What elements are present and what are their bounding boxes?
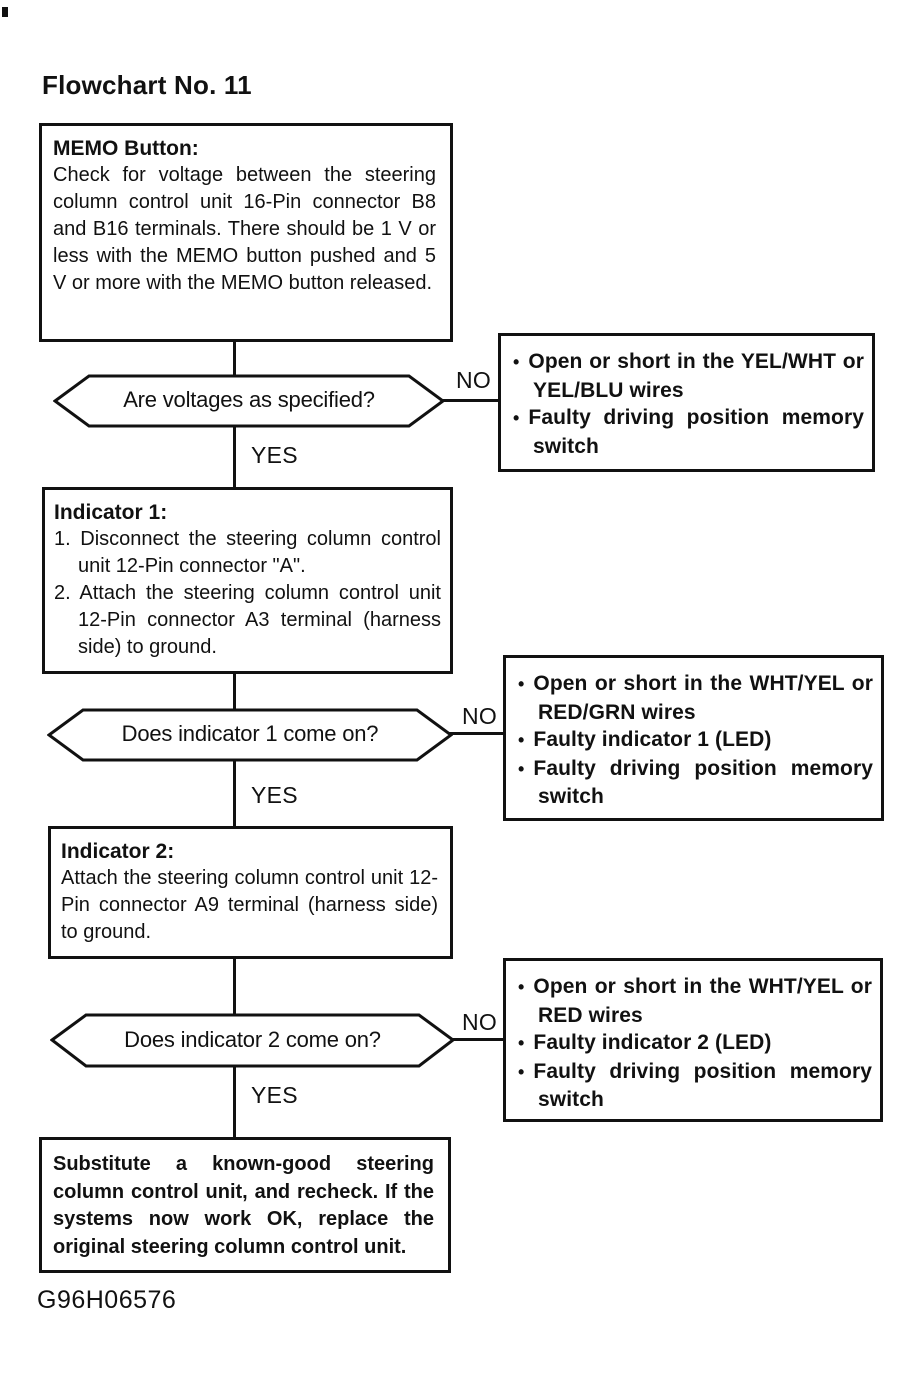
bullet-icon: • (518, 730, 525, 750)
figure-code: G96H06576 (37, 1286, 177, 1314)
result-item-text: Faulty driving position memory switch (533, 756, 873, 809)
indicator2-box-heading: Indicator 2: (61, 840, 175, 863)
connector-indicator2-to-decision3 (233, 956, 236, 1014)
connector-decision1-no (441, 399, 500, 402)
result-item: • Faulty driving position memory switch (513, 404, 864, 460)
decision2-yes-label: YES (251, 782, 298, 808)
result-item: • Open or short in the WHT/YEL or RED/GRN… (518, 670, 873, 726)
connector-indicator1-to-decision2 (233, 671, 236, 710)
result-item-text: Open or short in the WHT/YEL or RED/GRN … (533, 672, 873, 724)
decision3-no-label: NO (462, 1009, 498, 1035)
indicator1-step: 1. Disconnect the steering column contro… (54, 528, 441, 577)
indicator1-steps: 1. Disconnect the steering column contro… (54, 526, 441, 661)
decision2-question: Does indicator 1 come on? (121, 721, 379, 746)
bullet-icon: • (518, 1033, 525, 1053)
result-list: • Open or short in the WHT/YEL or RED/GRN… (518, 670, 873, 811)
decision-hexagon-shape (47, 708, 453, 762)
process-box-indicator1: Indicator 1: 1. Disconnect the steering … (42, 487, 453, 674)
process-box-substitute-unit: Substitute a known-good steering column … (39, 1137, 451, 1273)
process-box-indicator2: Indicator 2: Attach the steering column … (48, 826, 453, 959)
bullet-icon: • (518, 758, 525, 779)
result-item: • Faulty driving position memory switch (518, 1058, 872, 1114)
decision-indicator1-come-on: Does indicator 1 come on? (47, 708, 453, 762)
result-list: • Open or short in the WHT/YEL or RED wir… (518, 973, 872, 1114)
decision2-no-label: NO (462, 703, 498, 729)
decision-indicator2-come-on: Does indicator 2 come on? (50, 1013, 455, 1068)
result-box-decision3-no: • Open or short in the WHT/YEL or RED wir… (503, 958, 883, 1122)
decision-voltages-as-specified: Are voltages as specified? (53, 374, 445, 428)
connector-memo-to-decision1 (233, 341, 236, 376)
bullet-icon: • (518, 977, 525, 997)
connector-decision2-yes (233, 760, 236, 828)
bullet-icon: • (518, 1061, 525, 1082)
final-box-body: Substitute a known-good steering column … (53, 1153, 434, 1258)
result-item: • Open or short in the YEL/WHT or YEL/BLU… (513, 348, 864, 404)
result-item-text: Open or short in the WHT/YEL or RED wire… (533, 975, 872, 1027)
result-item-text: Faulty driving position memory switch (528, 406, 864, 458)
decision3-question: Does indicator 2 come on? (124, 1026, 381, 1052)
result-box-decision2-no: • Open or short in the WHT/YEL or RED/GRN… (503, 655, 884, 821)
result-item: • Faulty indicator 2 (LED) (518, 1029, 872, 1058)
result-item-text: Open or short in the YEL/WHT or YEL/BLU … (528, 350, 864, 402)
result-item-text: Faulty driving position memory switch (533, 1059, 872, 1112)
memo-box-heading: MEMO Button: (53, 137, 199, 160)
page-title: Flowchart No. 11 (42, 70, 252, 100)
connector-decision3-yes (233, 1066, 236, 1138)
connector-decision1-yes (233, 426, 236, 488)
result-item-text: Faulty indicator 2 (LED) (533, 1031, 772, 1054)
process-box-memo-button: MEMO Button: Check for voltage between t… (39, 123, 453, 342)
decision1-yes-label: YES (251, 442, 298, 468)
decision1-question: Are voltages as specified? (123, 387, 375, 412)
result-list: • Open or short in the YEL/WHT or YEL/BLU… (513, 348, 864, 460)
connector-decision2-no (449, 732, 505, 735)
connector-decision3-no (451, 1038, 505, 1041)
scan-artifact-dot (2, 7, 8, 17)
memo-box-body: Check for voltage between the steering c… (53, 164, 436, 294)
indicator1-step: 2. Attach the steering column control un… (54, 582, 441, 658)
indicator1-box-heading: Indicator 1: (54, 501, 168, 524)
indicator2-box-body: Attach the steering column control unit … (61, 867, 438, 943)
decision3-yes-label: YES (251, 1082, 298, 1108)
decision1-no-label: NO (456, 367, 492, 393)
bullet-icon: • (513, 408, 520, 428)
result-item: • Faulty driving position memory switch (518, 755, 873, 811)
bullet-icon: • (518, 674, 525, 694)
result-item: • Faulty indicator 1 (LED) (518, 726, 873, 755)
result-box-decision1-no: • Open or short in the YEL/WHT or YEL/BLU… (498, 333, 875, 472)
result-item: • Open or short in the WHT/YEL or RED wir… (518, 973, 872, 1029)
result-item-text: Faulty indicator 1 (LED) (533, 728, 772, 751)
bullet-icon: • (513, 352, 520, 372)
